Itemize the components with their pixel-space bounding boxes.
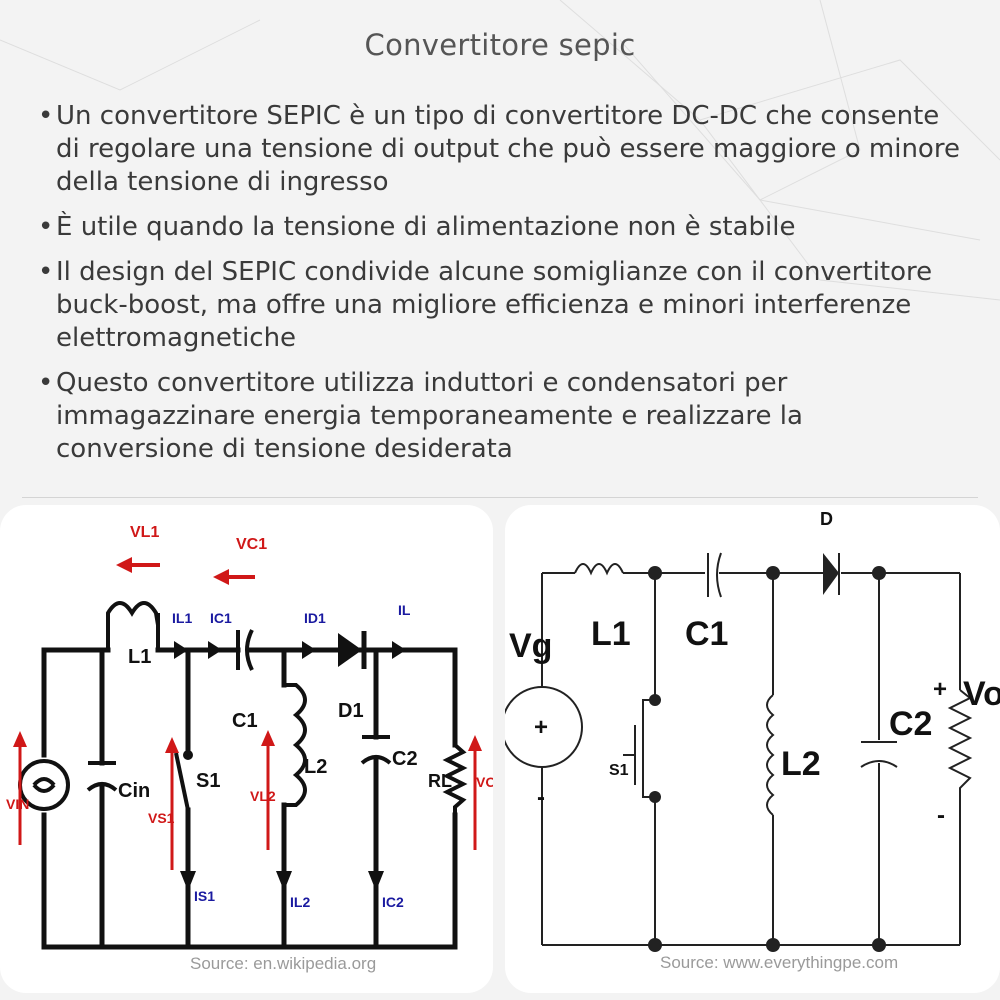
label-d1: D1	[338, 700, 364, 722]
label-cin: Cin	[118, 780, 150, 802]
l2-inductor-symbol	[284, 683, 307, 807]
bullet-dot: •	[38, 368, 54, 398]
label-il2: IL2	[290, 894, 310, 910]
label-ic2: IC2	[382, 894, 404, 910]
bullet-text: È utile quando la tensione di alimentazi…	[56, 212, 796, 242]
label-is1: IS1	[194, 888, 215, 904]
label-s1: S1	[609, 762, 629, 779]
section-divider	[22, 497, 978, 498]
rl-resistor-symbol	[442, 743, 468, 815]
sepic-schematic-wikipedia: VL1 VC1 L1 IL1 IC1 ID1 IL C1 D1 VIN Cin …	[6, 524, 493, 973]
bullet-text: Il design del SEPIC condivide alcune som…	[56, 257, 933, 353]
label-s1: S1	[196, 770, 220, 792]
load-resistor-symbol	[947, 689, 973, 810]
right-circuit-panel: D Vg L1 C1 S1 L2 C2 Vo + - + - Source: w…	[505, 505, 1000, 993]
label-il1: IL1	[172, 610, 192, 626]
source-credit-left: Source: en.wikipedia.org	[190, 954, 376, 973]
label-il: IL	[398, 602, 411, 618]
label-l2: L2	[304, 756, 327, 778]
page-title: Convertitore sepic	[364, 28, 636, 62]
label-vo: VO	[476, 774, 493, 790]
label-l2: L2	[781, 745, 821, 783]
label-l1: L1	[591, 615, 631, 653]
bullet-dot: •	[38, 101, 54, 131]
label-source-plus: +	[534, 714, 548, 741]
left-circuit-panel: VL1 VC1 L1 IL1 IC1 ID1 IL C1 D1 VIN Cin …	[0, 505, 493, 993]
label-vc1: VC1	[236, 536, 267, 553]
label-c1: C1	[685, 615, 728, 653]
bullet-dot: •	[38, 212, 54, 242]
bullet-item: •È utile quando la tensione di alimentaz…	[38, 211, 968, 244]
label-d: D	[820, 509, 833, 529]
label-vl1: VL1	[130, 524, 159, 541]
c1-capacitor-symbol	[707, 552, 722, 598]
bullet-item: •Il design del SEPIC condivide alcune so…	[38, 256, 968, 355]
bullet-item: •Questo convertitore utilizza induttori …	[38, 367, 968, 466]
d1-diode-symbol	[338, 631, 367, 669]
c2-capacitor-symbol	[860, 741, 898, 768]
bullet-item: •Un convertitore SEPIC è un tipo di conv…	[38, 100, 968, 199]
label-output-plus: +	[933, 676, 947, 703]
l1-inductor-symbol	[574, 563, 624, 576]
d-diode-symbol	[823, 553, 840, 595]
cin-capacitor-symbol	[86, 761, 118, 792]
c1-capacitor-symbol	[236, 629, 254, 671]
label-c1: C1	[232, 710, 258, 732]
sepic-schematic-everythingpe: D Vg L1 C1 S1 L2 C2 Vo + - + - Source: w…	[505, 509, 1000, 972]
bullet-text: Un convertitore SEPIC è un tipo di conve…	[56, 101, 960, 197]
label-l1: L1	[128, 646, 151, 668]
s1-switch-symbol	[174, 750, 193, 811]
l2-inductor-symbol	[766, 694, 775, 816]
label-vin: VIN	[6, 796, 29, 812]
label-c2: C2	[392, 748, 418, 770]
label-source-minus: -	[537, 784, 545, 811]
source-credit-right: Source: www.everythingpe.com	[660, 953, 898, 972]
c2-capacitor-symbol	[360, 735, 392, 765]
label-vo: Vo	[963, 675, 1000, 713]
label-c2: C2	[889, 705, 932, 743]
label-output-minus: -	[937, 802, 945, 829]
label-rl: RL	[428, 771, 452, 791]
label-vs1: VS1	[148, 810, 175, 826]
bullet-dot: •	[38, 257, 54, 287]
vg-source-symbol	[505, 686, 583, 768]
label-ic1: IC1	[210, 610, 232, 626]
bullet-text: Questo convertitore utilizza induttori e…	[56, 368, 803, 464]
label-id1: ID1	[304, 610, 326, 626]
bullet-list: •Un convertitore SEPIC è un tipo di conv…	[38, 100, 968, 478]
label-vl2: VL2	[250, 788, 276, 804]
l1-inductor-symbol	[106, 601, 160, 626]
vc1-voltage-arrow	[213, 569, 255, 585]
label-vg: Vg	[509, 627, 552, 665]
vl1-voltage-arrow	[116, 557, 160, 573]
